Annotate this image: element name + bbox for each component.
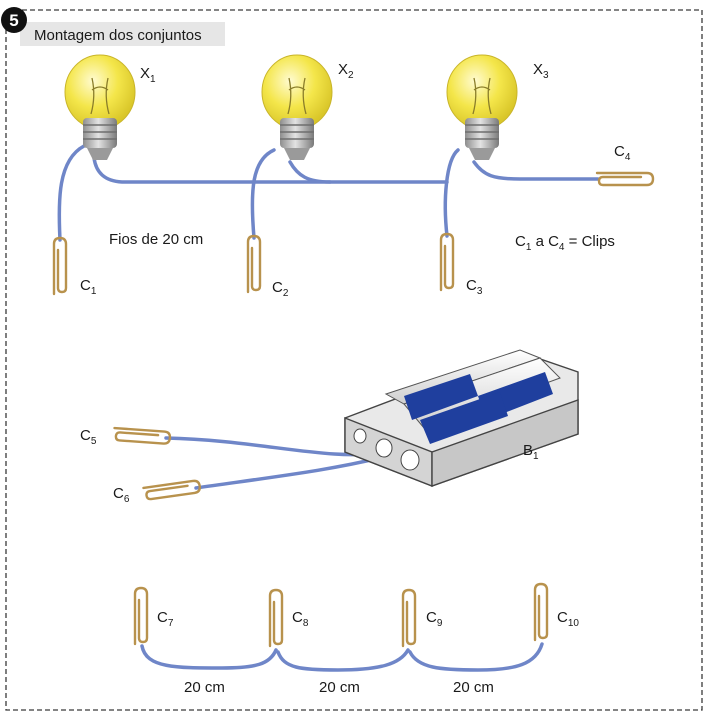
chain-length-2: 20 cm (319, 679, 360, 696)
clip-c7 (133, 586, 149, 646)
lamp-label-x3: X3 (533, 61, 549, 81)
clip-label-c5: C5 (80, 427, 97, 447)
lamp-label-x2: X2 (338, 61, 354, 81)
clip-label-c6: C6 (113, 485, 130, 505)
figure-number-badge (1, 7, 27, 33)
clip-c6 (142, 479, 202, 501)
battery-holder-b1 (344, 349, 579, 488)
dashed-frame (5, 9, 703, 711)
figure-number: 5 (9, 11, 18, 30)
clip-label-c7: C7 (157, 609, 174, 629)
clip-label-c8: C8 (292, 609, 309, 629)
clip-label-c10: C10 (557, 609, 579, 629)
chain-length-1: 20 cm (184, 679, 225, 696)
clip-label-c3: C3 (466, 277, 483, 297)
clip-c1 (52, 236, 68, 296)
clip-c5 (113, 426, 172, 445)
title-bar (20, 22, 225, 46)
figure-title: Montagem dos conjuntos (34, 27, 202, 44)
chain-length-3: 20 cm (453, 679, 494, 696)
clip-c2 (246, 234, 262, 294)
lamp-label-x1: X1 (140, 65, 156, 85)
clip-legend-note: C1 a C4 = Clips (515, 233, 615, 253)
clip-c3 (439, 232, 455, 292)
wires-clip-chain (140, 642, 544, 672)
battery-label: B1 (523, 442, 539, 462)
clip-c9 (401, 588, 417, 648)
wire-length-note: Fios de 20 cm (109, 231, 203, 248)
clip-c8 (268, 588, 284, 648)
clip-label-c9: C9 (426, 609, 443, 629)
clip-label-c4: C4 (614, 143, 631, 163)
lamp-x3 (446, 54, 518, 160)
clip-label-c2: C2 (272, 279, 289, 299)
lamp-x2 (261, 54, 333, 160)
wires-lamp-row (57, 144, 600, 242)
clip-c10 (533, 582, 549, 642)
clip-c4 (595, 171, 655, 187)
lamp-x1 (64, 54, 136, 160)
clip-label-c1: C1 (80, 277, 97, 297)
